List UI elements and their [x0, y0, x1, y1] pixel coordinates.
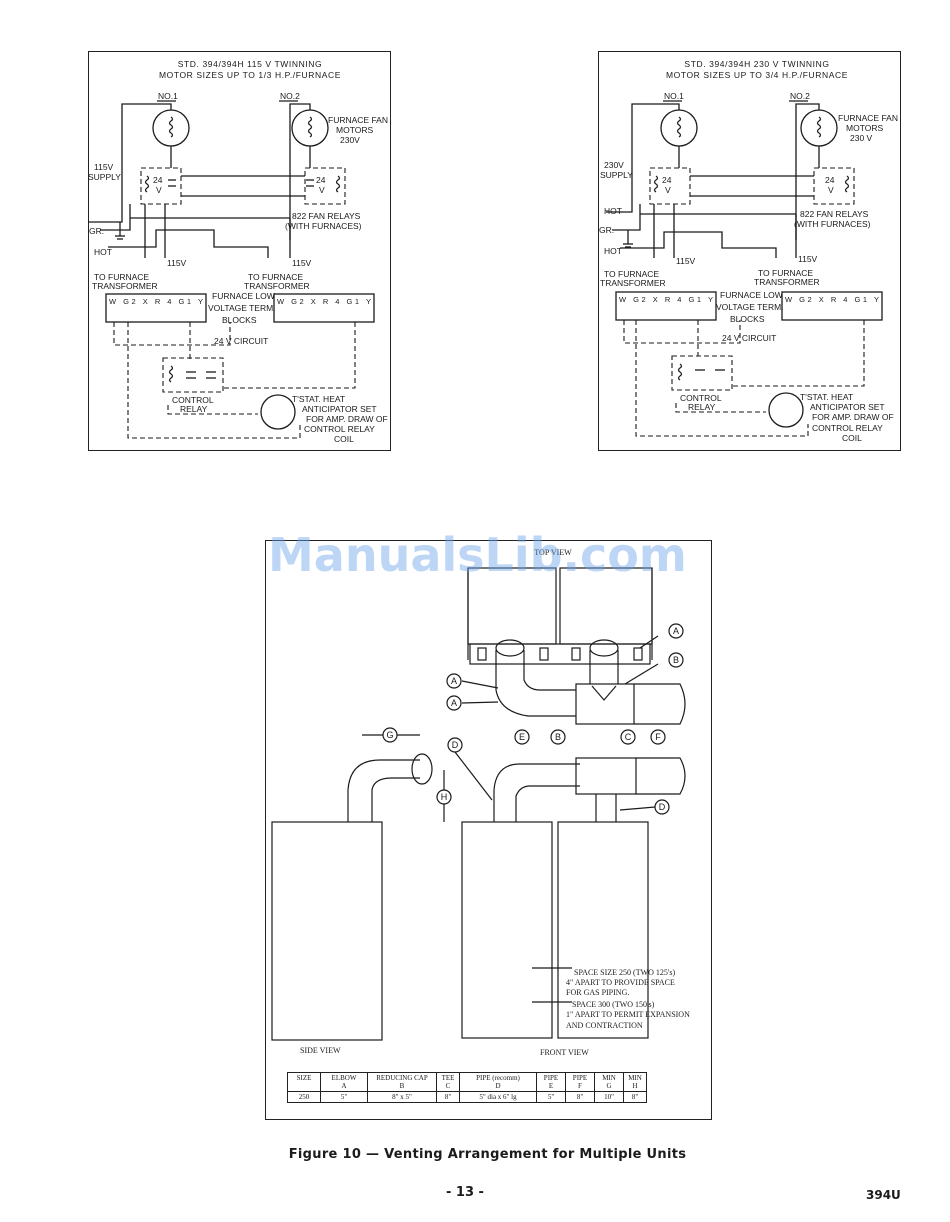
table-header: PIPE (recomm)D — [459, 1072, 537, 1092]
document-id: 394U — [866, 1188, 901, 1202]
table-row: 250 5" 8" x 5" 8" 5" dia x 6" lg 5" 8" 1… — [287, 1091, 647, 1103]
figure-caption: Figure 10 — Venting Arrangement for Mult… — [288, 1147, 687, 1162]
watermark: ManualsLib.com — [268, 528, 687, 582]
page-number: - 13 - — [446, 1185, 484, 1200]
table-header: SIZE — [287, 1072, 321, 1092]
wiring-diagram-115v-frame — [88, 51, 391, 451]
wiring-diagram-230v-frame — [598, 51, 901, 451]
venting-frame — [265, 540, 712, 1120]
